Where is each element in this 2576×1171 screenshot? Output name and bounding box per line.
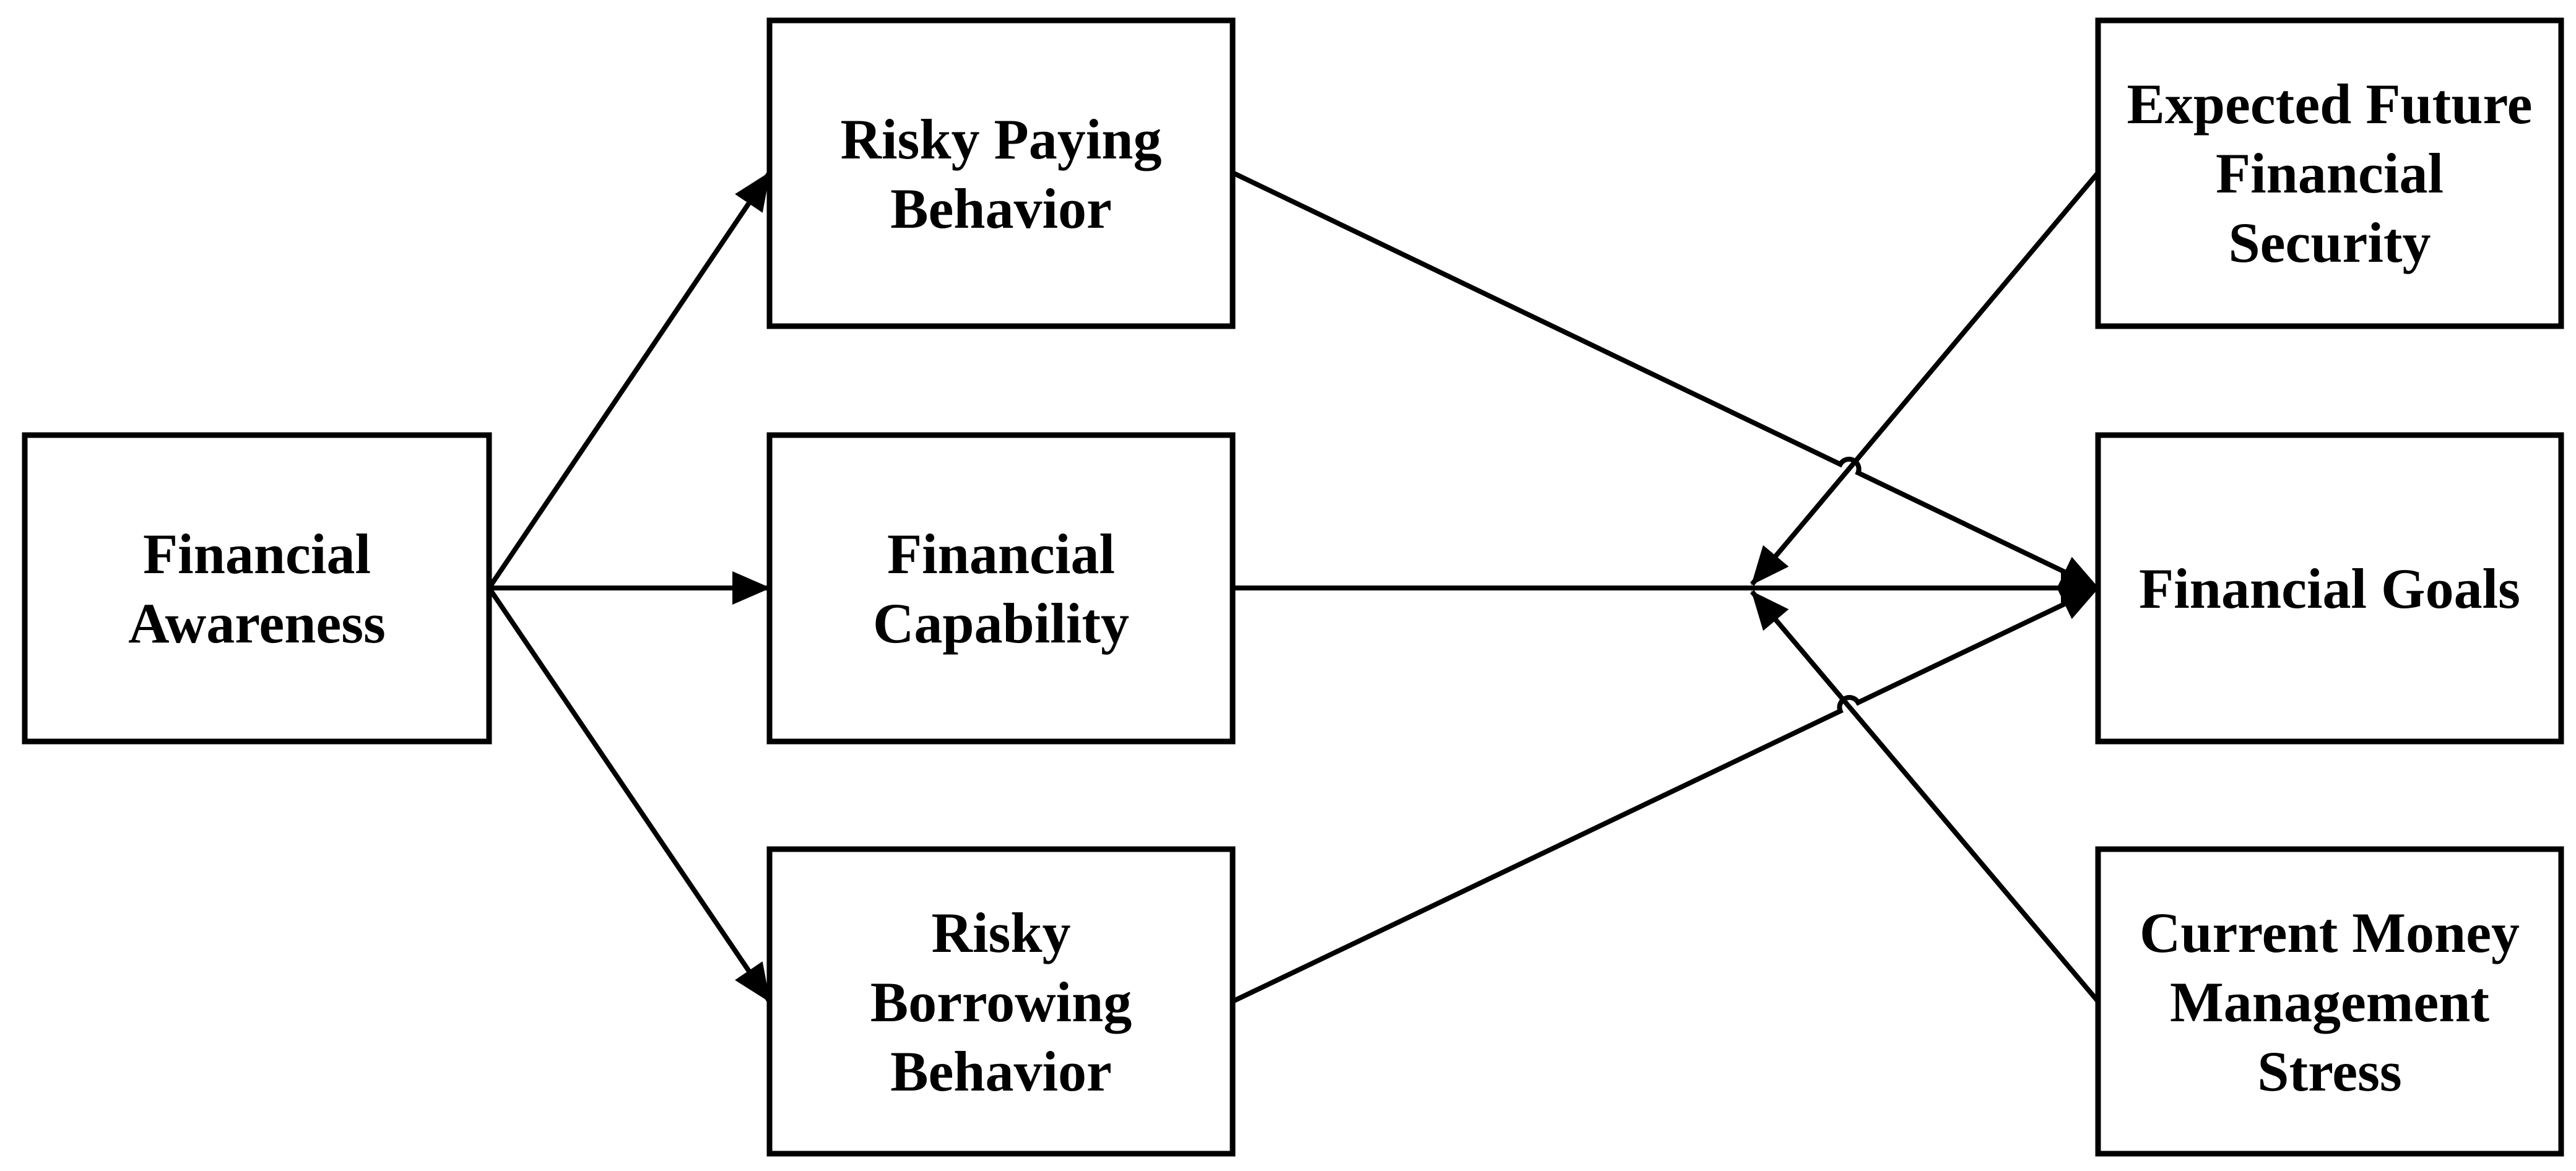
financial-capability-box xyxy=(766,432,1236,745)
financial-awareness-box xyxy=(22,432,492,745)
arrow-current-money-to-path xyxy=(1750,590,2101,1003)
expected-future-financial-security-box xyxy=(2095,17,2564,329)
risky-borrowing-behavior-box xyxy=(766,846,1236,1157)
arrow-expected-future-to-path xyxy=(1750,171,2101,586)
arrow-risky-paying-to-goals xyxy=(1231,170,2099,590)
current-money-management-stress-box xyxy=(2095,846,2564,1157)
node-financial-goals: Financial Goals xyxy=(2095,432,2564,745)
risky-paying-behavior-box xyxy=(766,17,1236,329)
arrow-awareness-to-risky-paying xyxy=(487,171,772,590)
arrow-risky-borrowing-to-goals xyxy=(1231,586,2099,1004)
financial-goals-box xyxy=(2095,432,2564,745)
financial-goals-label: Financial Goals xyxy=(2139,557,2520,620)
arrow-awareness-to-risky-borrowing xyxy=(487,586,772,1003)
